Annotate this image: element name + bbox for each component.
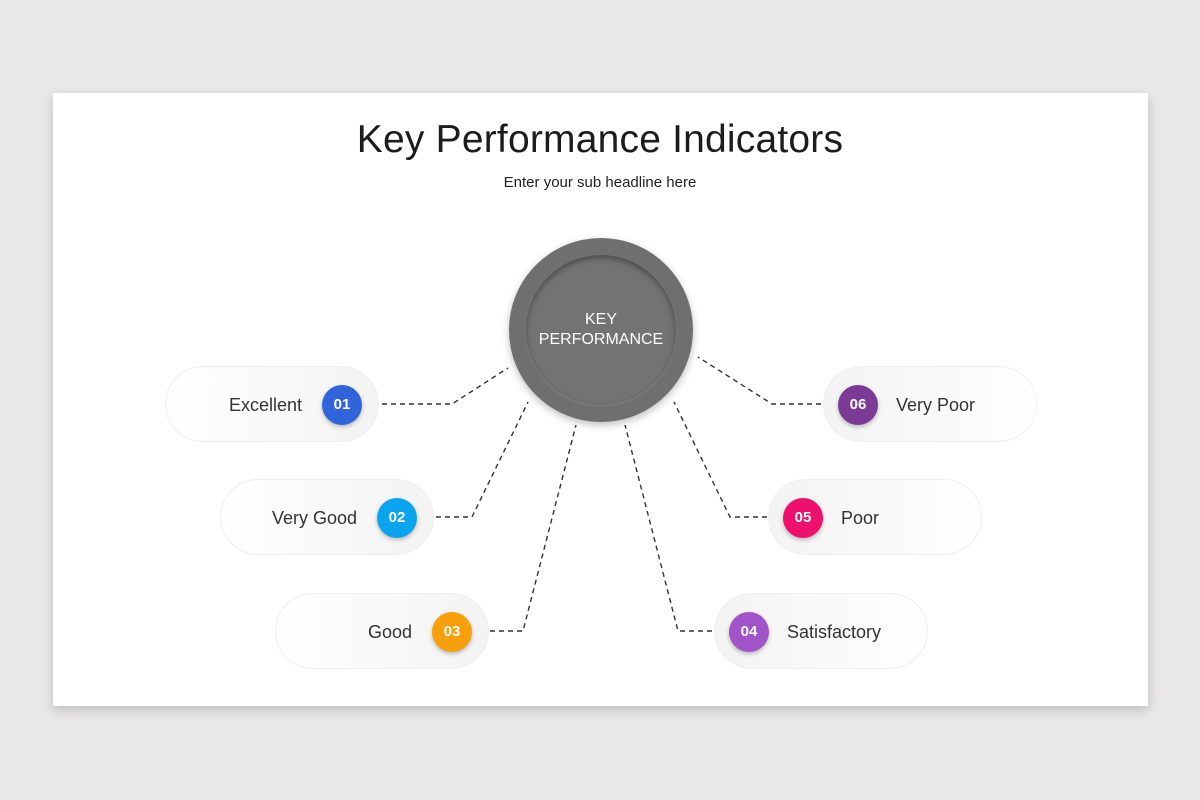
indicator-pill-satisfactory: 04 Satisfactory bbox=[714, 593, 928, 669]
hub-label-line1: KEY bbox=[584, 311, 617, 328]
page-title: Key Performance Indicators bbox=[356, 118, 844, 161]
indicator-pill-very-good: Very Good 02 bbox=[220, 479, 434, 555]
connector-06 bbox=[697, 356, 821, 405]
indicator-label: Satisfactory bbox=[787, 622, 882, 642]
indicator-pill-very-poor: 06 Very Poor bbox=[823, 366, 1037, 442]
hub-inner-circle: KEY PERFORMANCE bbox=[526, 255, 676, 405]
indicator-pill-poor: 05 Poor bbox=[768, 479, 982, 555]
indicator-pill-good: Good 03 bbox=[275, 593, 489, 669]
indicator-number-badge: 04 bbox=[729, 612, 769, 652]
indicator-number-badge: 02 bbox=[377, 498, 417, 538]
hub-label-line2: PERFORMANCE bbox=[538, 331, 664, 348]
hub-label: KEY PERFORMANCE bbox=[539, 310, 663, 350]
indicator-label: Excellent bbox=[228, 395, 302, 415]
indicator-label: Poor bbox=[841, 508, 880, 528]
indicator-label: Very Good bbox=[271, 508, 357, 528]
connector-04 bbox=[624, 424, 712, 632]
page-subtitle: Enter your sub headline here bbox=[503, 174, 697, 191]
indicator-number-badge: 03 bbox=[432, 612, 472, 652]
connector-03 bbox=[490, 424, 577, 632]
indicator-label: Good bbox=[367, 622, 412, 642]
connector-01 bbox=[382, 367, 509, 405]
indicator-label: Very Poor bbox=[896, 395, 976, 415]
connector-05 bbox=[673, 401, 767, 518]
indicator-number-badge: 06 bbox=[838, 385, 878, 425]
indicator-number-badge: 05 bbox=[783, 498, 823, 538]
indicator-number-badge: 01 bbox=[322, 385, 362, 425]
key-performance-hub: KEY PERFORMANCE bbox=[509, 238, 693, 422]
connector-02 bbox=[436, 401, 529, 518]
indicator-pill-excellent: Excellent 01 bbox=[165, 366, 379, 442]
